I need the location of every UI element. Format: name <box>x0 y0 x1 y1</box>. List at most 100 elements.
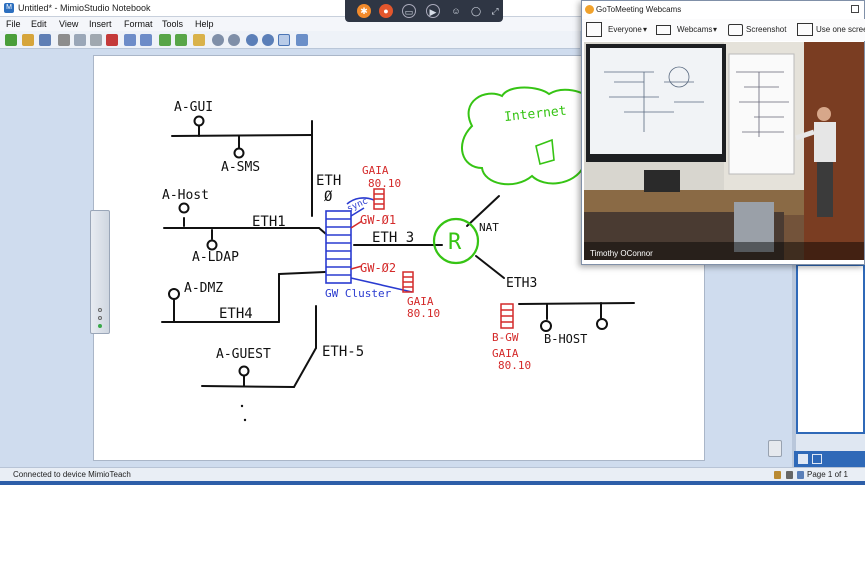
label-gaia-1-version: 80.10 <box>368 177 401 190</box>
label-eth5: ETH-5 <box>322 344 364 360</box>
webcam-scene <box>584 42 864 260</box>
camera-icon[interactable] <box>728 24 743 36</box>
label-router: R <box>448 230 462 255</box>
zoom-fit-icon[interactable] <box>278 34 290 46</box>
gotomeeting-icon <box>585 5 594 14</box>
label-gw-01: GW-Ø1 <box>360 213 396 227</box>
presenter-name: Timothy OConnor <box>590 249 653 258</box>
label-eth0: ETH <box>316 173 341 189</box>
webcam-video-feed: Timothy OConnor <box>584 42 864 260</box>
page-sorter-panel <box>792 262 865 467</box>
label-a-guest: A-GUEST <box>216 347 271 362</box>
use-one-screen-button[interactable]: Use one screen <box>816 25 865 34</box>
menu-view[interactable]: View <box>59 19 79 29</box>
handle-dot <box>98 308 102 312</box>
network-diagram: A-GUI A-SMS A-Host A-LDAP A-DMZ A-GUEST … <box>161 86 635 422</box>
attendees-icon[interactable]: ☺ <box>451 6 461 16</box>
menu-help[interactable]: Help <box>195 19 214 29</box>
connection-status: Connected to device MimioTeach <box>13 470 131 479</box>
add-page-icon[interactable] <box>159 34 171 46</box>
app-icon: M <box>4 3 14 13</box>
dropdown-arrow-icon[interactable]: ▾ <box>643 25 648 34</box>
open-icon[interactable] <box>22 34 34 46</box>
label-a-gui: A-GUI <box>174 100 213 115</box>
maximize-icon[interactable] <box>851 5 859 13</box>
label-eth1: ETH1 <box>252 214 286 230</box>
forward-icon[interactable] <box>228 34 240 46</box>
dropdown-arrow-icon[interactable]: ▾ <box>713 25 718 34</box>
delete-icon[interactable] <box>106 34 118 46</box>
gallery-tab-icon[interactable] <box>812 454 822 464</box>
undo-icon[interactable] <box>124 34 136 46</box>
fullscreen-icon[interactable] <box>296 34 308 46</box>
label-eth3: ETH 3 <box>372 230 414 246</box>
redo-icon[interactable] <box>140 34 152 46</box>
label-gaia-2: GAIA <box>407 295 434 308</box>
screen-share-icon[interactable]: ▭ <box>402 4 416 18</box>
trash-icon[interactable] <box>768 440 782 457</box>
status-bar: Connected to device MimioTeach Page 1 of… <box>0 467 865 481</box>
gotomeeting-logo-icon[interactable]: ✱ <box>357 4 371 18</box>
label-eth4: ETH4 <box>219 306 253 322</box>
panel-tabs <box>794 451 865 467</box>
label-a-host: A-Host <box>162 188 209 203</box>
label-gaia-3-version: 80.10 <box>498 359 531 372</box>
everyone-dropdown[interactable]: Everyone <box>608 25 642 34</box>
mimio-app-window: M Untitled* - MimioStudio Notebook File … <box>0 0 865 485</box>
gotomeeting-control-bar: ✱ ● ▭ ▶ ☺ ◯ ⤢ <box>345 0 503 22</box>
pages-tab-icon[interactable] <box>798 454 808 464</box>
chat-icon[interactable]: ◯ <box>470 6 482 16</box>
webcams-dropdown[interactable]: Webcams <box>677 25 713 34</box>
lock-icon[interactable] <box>774 471 781 479</box>
menu-tools[interactable]: Tools <box>162 19 184 29</box>
label-a-dmz: A-DMZ <box>184 281 223 296</box>
status-dot <box>98 324 102 328</box>
attendee-view-icon[interactable] <box>586 22 602 37</box>
duplicate-page-icon[interactable] <box>175 34 187 46</box>
screen-icon[interactable] <box>797 23 813 36</box>
webcam-icon[interactable] <box>656 25 671 35</box>
menu-file[interactable]: File <box>6 19 21 29</box>
taskbar-edge <box>0 481 865 485</box>
zoom-in-icon[interactable] <box>246 34 258 46</box>
save-icon[interactable] <box>39 34 51 46</box>
menu-edit[interactable]: Edit <box>31 19 47 29</box>
screenshot-button[interactable]: Screenshot <box>746 25 787 34</box>
label-gw-cluster: GW Cluster <box>325 287 392 300</box>
label-b-gw: B-GW <box>492 331 519 344</box>
label-gw-02: GW-Ø2 <box>360 261 396 275</box>
microphone-icon[interactable]: ● <box>379 4 393 18</box>
copy-icon[interactable] <box>74 34 86 46</box>
label-gaia-1: GAIA <box>362 164 389 177</box>
label-internet: Internet <box>503 104 567 125</box>
back-icon[interactable] <box>212 34 224 46</box>
pen-icon[interactable] <box>786 471 793 479</box>
webcam-icon[interactable]: ▶ <box>426 4 440 18</box>
zoom-out-icon[interactable] <box>262 34 274 46</box>
label-a-sms: A-SMS <box>221 160 260 175</box>
cut-icon[interactable] <box>58 34 70 46</box>
page-icon <box>797 471 804 479</box>
webcam-window-title: GoToMeeting Webcams <box>596 5 682 14</box>
webcam-title-bar: GoToMeeting Webcams <box>582 1 865 19</box>
menu-insert[interactable]: Insert <box>89 19 112 29</box>
expand-icon[interactable]: ⤢ <box>491 6 499 16</box>
label-eth0-zero: Ø <box>324 189 333 205</box>
menu-format[interactable]: Format <box>124 19 153 29</box>
new-icon[interactable] <box>5 34 17 46</box>
webcam-window: GoToMeeting Webcams Everyone ▾ Webcams ▾… <box>581 0 865 265</box>
page-thumbnail-area[interactable] <box>796 264 865 434</box>
panel-scrollbar[interactable] <box>792 262 796 467</box>
gallery-icon[interactable] <box>193 34 205 46</box>
label-gaia-2-version: 80.10 <box>407 307 440 320</box>
side-collapse-handle[interactable] <box>90 210 110 334</box>
label-b-host: B-HOST <box>544 332 587 346</box>
webcam-toolbar: Everyone ▾ Webcams ▾ Screenshot Use one … <box>582 19 865 41</box>
handle-dot <box>98 316 102 320</box>
label-gaia-3: GAIA <box>492 347 519 360</box>
paste-icon[interactable] <box>90 34 102 46</box>
page-indicator: Page 1 of 1 <box>807 470 848 479</box>
window-title: Untitled* - MimioStudio Notebook <box>18 3 151 13</box>
label-nat: NAT <box>479 221 499 234</box>
main-toolbar <box>0 31 580 49</box>
